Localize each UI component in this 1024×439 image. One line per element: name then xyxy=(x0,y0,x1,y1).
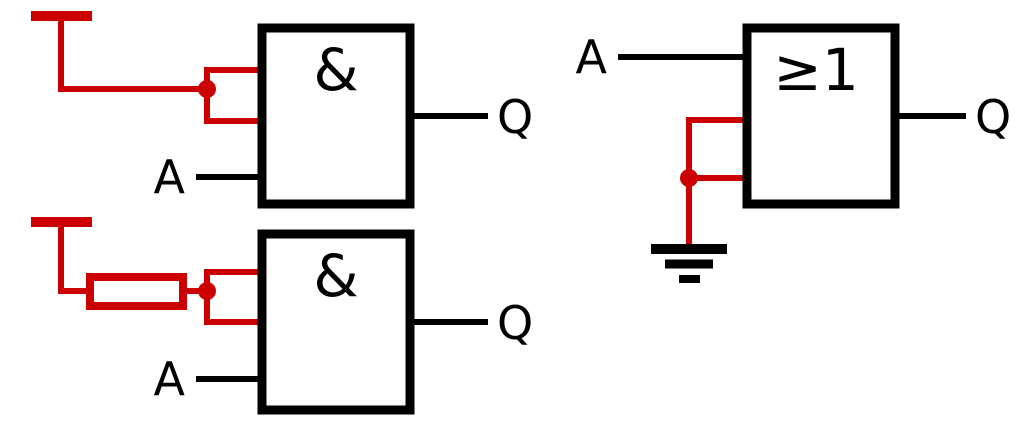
and-gate-tied-to-vcc-resistor-group: & A Q xyxy=(31,217,533,415)
ground-icon xyxy=(651,244,727,283)
gate-body xyxy=(257,23,415,209)
junction-dot-icon xyxy=(198,80,216,98)
resistor-icon xyxy=(86,273,187,310)
output-label: Q xyxy=(975,90,1011,144)
junction-dot-icon xyxy=(198,282,216,300)
gate-body xyxy=(257,229,415,415)
tied-inputs-wire xyxy=(204,67,262,124)
gate-body xyxy=(742,23,900,209)
or-gate-tied-to-ground-group: ≥1 A Q xyxy=(576,23,1011,283)
gate-symbol: ≥1 xyxy=(773,36,859,104)
input-label: A xyxy=(576,30,608,84)
tied-inputs-wire xyxy=(686,117,747,181)
input-label: A xyxy=(154,150,186,204)
gate-symbol: & xyxy=(313,36,358,104)
gate-symbol: & xyxy=(313,242,358,310)
input-label: A xyxy=(154,352,186,406)
output-label: Q xyxy=(497,90,533,144)
output-label: Q xyxy=(497,296,533,350)
vcc-feed-wire xyxy=(58,222,90,294)
junction-dot-icon xyxy=(680,169,698,187)
and-gate-tied-to-vcc-group: & A Q xyxy=(31,11,533,209)
vcc-feed-wire xyxy=(58,16,207,92)
tied-inputs-wire xyxy=(204,269,262,325)
